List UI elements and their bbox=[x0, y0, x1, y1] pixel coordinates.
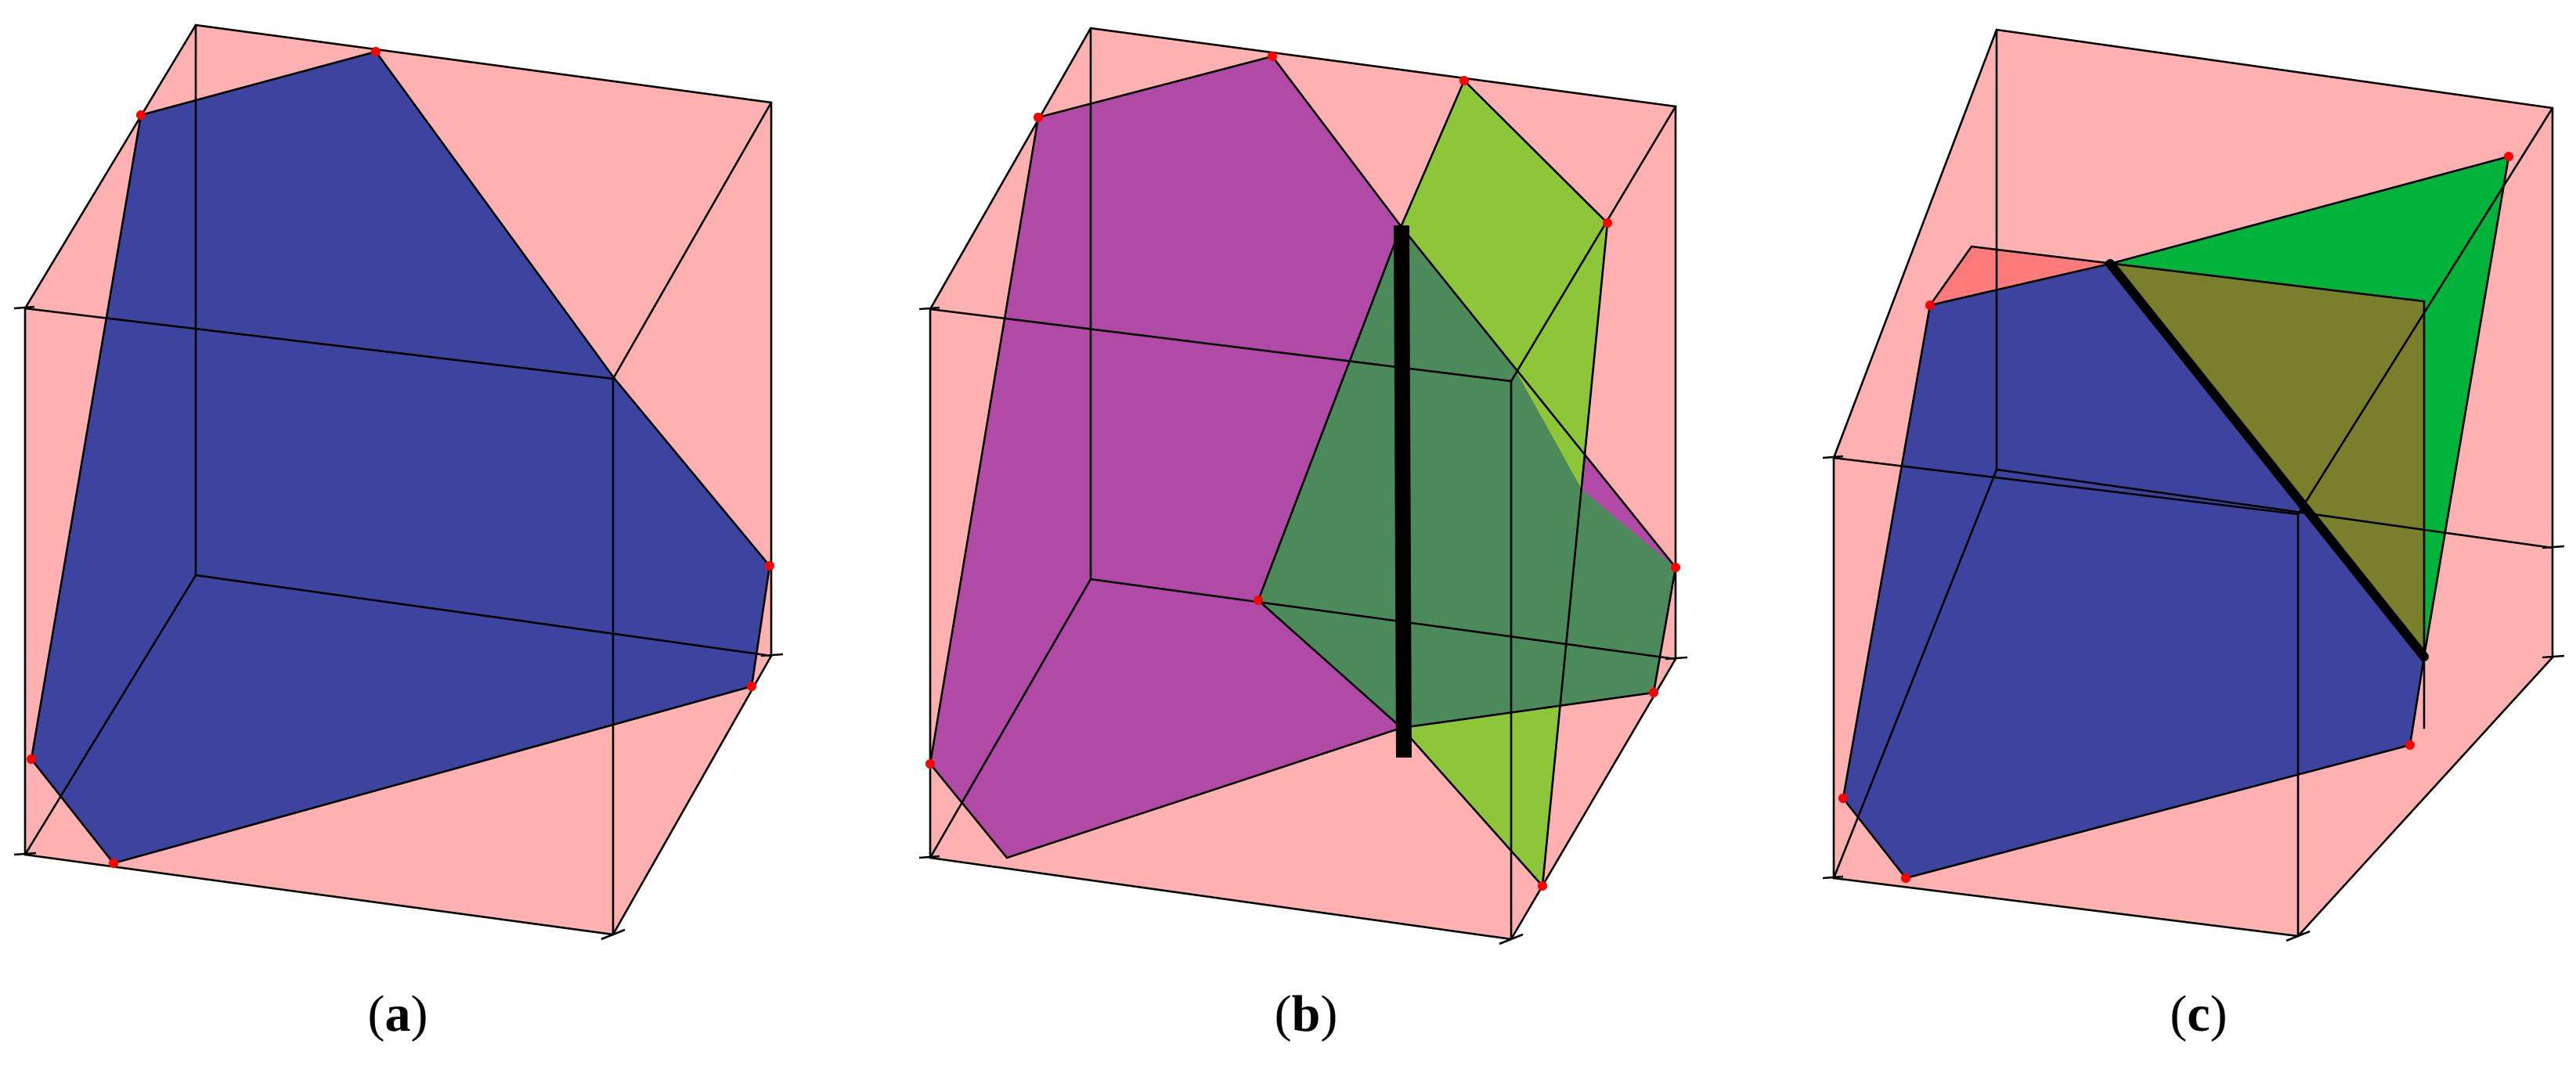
tick-mark bbox=[2286, 930, 2311, 942]
cube-a-edge bbox=[612, 654, 773, 936]
vertex-dots-c bbox=[1838, 152, 2513, 883]
tick-mark bbox=[1822, 455, 1844, 459]
caption-letter-a: a bbox=[384, 985, 411, 1042]
cube-c-edge bbox=[2296, 106, 2554, 516]
cube-a-edges bbox=[13, 23, 784, 941]
cube-b-edge bbox=[1089, 578, 1677, 661]
vertex-dot bbox=[2405, 740, 2415, 750]
panel-a bbox=[13, 23, 784, 941]
tick-mark bbox=[760, 653, 784, 657]
cube-c-edge bbox=[1995, 468, 2554, 549]
cube-a-edge bbox=[194, 23, 773, 104]
vertex-dot bbox=[2504, 152, 2513, 161]
vertex-dot bbox=[371, 47, 381, 56]
cube-b-edge bbox=[929, 578, 1092, 859]
cube-a-edge bbox=[23, 23, 197, 310]
vertex-dots-a bbox=[27, 47, 774, 868]
cube-b-edge bbox=[929, 27, 1092, 311]
tick-mark bbox=[918, 855, 940, 859]
caption-label-c: (c) bbox=[2170, 985, 2228, 1042]
cube-b-edge bbox=[929, 308, 1513, 383]
cube-c-edge bbox=[2296, 656, 2554, 938]
tick-mark bbox=[918, 306, 940, 311]
cube-a-edge bbox=[23, 307, 615, 380]
vertex-dot bbox=[1838, 794, 1848, 803]
tick-mark bbox=[1822, 875, 1844, 880]
vertex-dot bbox=[1254, 596, 1263, 605]
tick-mark bbox=[601, 928, 626, 941]
caption-letter-b: b bbox=[1291, 985, 1321, 1042]
tick-mark bbox=[2542, 545, 2565, 549]
corner-triangle-c bbox=[1930, 247, 2110, 305]
vertex-dot bbox=[109, 859, 118, 868]
cube-c-edge bbox=[1832, 468, 1998, 880]
vertex-dots-b bbox=[925, 52, 1680, 891]
vertex-dot bbox=[1901, 873, 1910, 883]
cube-c-edge bbox=[1832, 28, 1998, 459]
panel-c bbox=[1822, 28, 2565, 942]
vertex-dot bbox=[747, 682, 756, 691]
cube-a-edge bbox=[612, 101, 773, 380]
vertex-dot bbox=[765, 561, 774, 571]
cube-c-edge bbox=[1970, 245, 2426, 729]
vertex-dot bbox=[1034, 113, 1043, 122]
vertex-dot bbox=[136, 110, 146, 120]
vertex-dot bbox=[925, 759, 935, 769]
vertex-dot bbox=[1925, 301, 1935, 310]
cube-a-edge bbox=[194, 574, 773, 657]
vertex-dot bbox=[1649, 688, 1658, 697]
caption-letter-c: c bbox=[2187, 985, 2210, 1042]
tick-mark bbox=[1665, 656, 1688, 661]
tick-mark bbox=[13, 305, 35, 310]
cube-b-edge bbox=[929, 856, 1513, 941]
cube-b-edge bbox=[1089, 27, 1677, 108]
cube-b-edge bbox=[1510, 657, 1677, 941]
cube-c-edge bbox=[1832, 456, 2300, 516]
cube-a-edge bbox=[23, 853, 615, 936]
caption-label-a: (a) bbox=[367, 985, 428, 1042]
vertex-dot bbox=[1603, 218, 1612, 228]
section-polygon-c-blue bbox=[1843, 264, 2424, 878]
cube-c-edge bbox=[1995, 28, 2554, 110]
intersection-line-c bbox=[2105, 259, 2429, 661]
tick-mark bbox=[1499, 933, 1524, 945]
vertex-dot bbox=[27, 754, 36, 764]
cube-a-edge bbox=[30, 50, 771, 865]
vertex-dot bbox=[1459, 76, 1469, 85]
caption-label-b: (b) bbox=[1274, 985, 1338, 1042]
section-polygon-a bbox=[31, 52, 770, 863]
intersection-line-b bbox=[1394, 225, 1412, 758]
cube-a-edge bbox=[23, 574, 197, 856]
vertex-dot bbox=[1671, 563, 1680, 572]
vertex-dot bbox=[1538, 881, 1547, 891]
tick-mark bbox=[13, 852, 37, 856]
tick-mark bbox=[2542, 654, 2565, 659]
panel-b bbox=[918, 27, 1688, 945]
cube-b-edge bbox=[1510, 105, 1677, 383]
vertex-dot bbox=[1268, 52, 1277, 61]
cube-c-edge bbox=[1928, 245, 1973, 307]
cube-c-edge bbox=[1832, 877, 2300, 938]
